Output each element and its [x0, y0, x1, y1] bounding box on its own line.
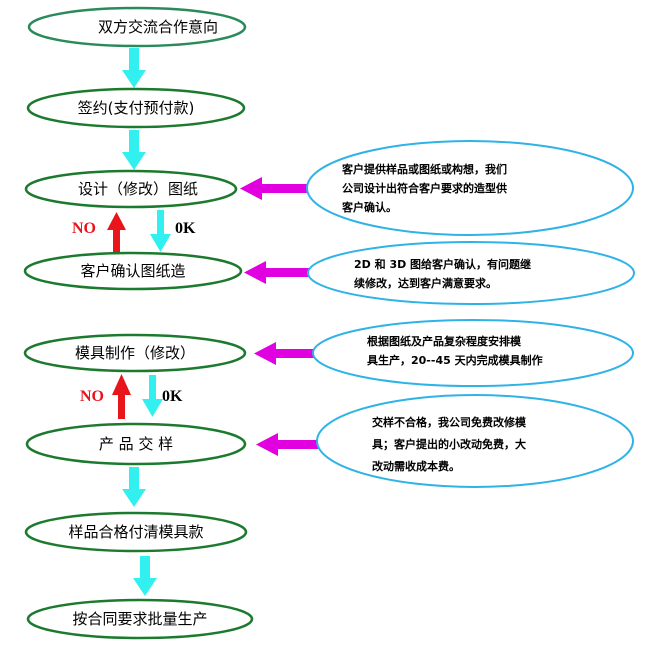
ok-arrow-down: [150, 210, 171, 252]
step-node: 设计（修改）图纸: [24, 169, 238, 209]
ok-arrow-down: [142, 375, 163, 417]
step-label: 按合同要求批量生产: [72, 610, 207, 628]
process-steps: 双方交流合作意向 签约(支付预付款) 设计（修改）图纸 客户确认图纸造 模具制作…: [23, 6, 254, 640]
note-line: 续修改，达到客户满意要求。: [354, 276, 497, 290]
step-node: 签约(支付预付款): [26, 87, 246, 129]
step-label: 客户确认图纸造: [80, 262, 185, 280]
flow-arrow: [133, 556, 157, 596]
step-node: 模具制作（修改）: [23, 333, 247, 373]
feedback-arrow: [254, 342, 314, 365]
feedback-arrow: [244, 261, 312, 284]
flow-arrow: [122, 130, 146, 170]
ok-label: 0K: [162, 388, 183, 405]
note-line: 具生产，20--45 天内完成模具制作: [367, 353, 543, 367]
process-notes: 客户提供样品或图纸或构想，我们 公司设计出符合客户要求的造型供 客户确认。 2D…: [306, 140, 635, 488]
step-node: 双方交流合作意向: [27, 6, 247, 48]
step-node: 按合同要求批量生产: [26, 598, 254, 640]
flow-arrow: [122, 467, 146, 507]
step-label: 签约(支付预付款): [78, 99, 195, 117]
note-line: 改动需收成本费。: [372, 459, 460, 473]
step-node: 样品合格付清模具款: [24, 511, 248, 553]
no-label: NO: [72, 220, 96, 237]
flow-arrow: [122, 48, 146, 88]
note-node: 根据图纸及产品复杂程度安排模 具生产，20--45 天内完成模具制作: [312, 319, 634, 387]
step-node: 产 品 交 样: [25, 422, 247, 466]
feedback-arrow: [240, 177, 310, 200]
note-line: 交样不合格，我公司免费改修模: [372, 415, 527, 429]
feedback-arrow: [256, 433, 320, 456]
note-line: 客户确认。: [341, 200, 397, 214]
loop-arrows-design: NO 0K: [72, 210, 196, 254]
step-label: 样品合格付清模具款: [68, 523, 203, 541]
flow-arrows: [122, 48, 157, 596]
note-node: 交样不合格，我公司免费改修模 具；客户提出的小改动免费，大 改动需收成本费。: [316, 394, 634, 488]
note-line: 客户提供样品或图纸或构想，我们: [341, 162, 507, 176]
step-label: 双方交流合作意向: [98, 18, 218, 36]
note-line: 具；客户提出的小改动免费，大: [372, 437, 526, 451]
note-node: 2D 和 3D 图给客户确认，有问题继 续修改，达到客户满意要求。: [307, 241, 635, 305]
step-node: 客户确认图纸造: [23, 251, 243, 291]
note-line: 根据图纸及产品复杂程度安排模: [367, 334, 522, 348]
no-label: NO: [80, 388, 104, 405]
note-node: 客户提供样品或图纸或构想，我们 公司设计出符合客户要求的造型供 客户确认。: [306, 140, 634, 236]
no-arrow-up: [112, 374, 131, 419]
step-label: 设计（修改）图纸: [78, 180, 198, 198]
feedback-arrows: [240, 177, 320, 456]
note-line: 公司设计出符合客户要求的造型供: [342, 181, 507, 195]
loop-arrows-mold: NO 0K: [80, 374, 183, 419]
step-label: 模具制作（修改）: [75, 344, 195, 362]
step-label: 产 品 交 样: [99, 435, 173, 453]
no-arrow-up: [107, 212, 126, 254]
ok-label: 0K: [175, 220, 196, 237]
note-line: 2D 和 3D 图给客户确认，有问题继: [354, 257, 531, 271]
